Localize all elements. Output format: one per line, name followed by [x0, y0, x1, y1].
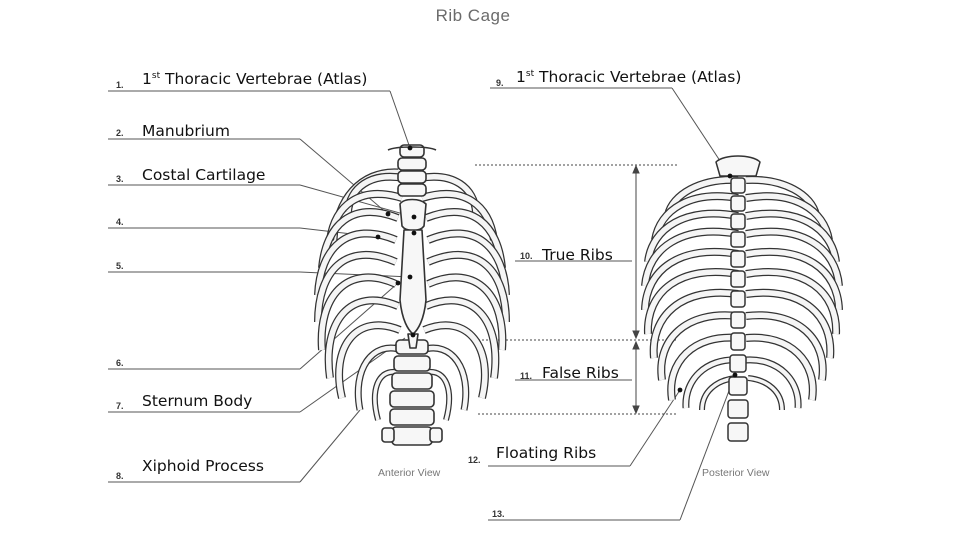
- label-floating-ribs: Floating Ribs: [496, 444, 597, 462]
- label-costal-cartilage: Costal Cartilage: [142, 166, 266, 184]
- label-number-7: 7.: [116, 401, 124, 411]
- label-sternum-body: Sternum Body: [142, 392, 253, 410]
- label-number-8: 8.: [116, 471, 124, 481]
- anterior-rib-cage: [314, 144, 510, 446]
- leader-line: [389, 90, 411, 149]
- label-true-ribs: True Ribs: [542, 246, 613, 264]
- leader-line: [629, 389, 681, 467]
- label-first-thoracic-vertebrae-anterior: 1st Thoracic Vertebrae (Atlas): [142, 70, 368, 88]
- posterior-rib-cage: [641, 155, 843, 442]
- anterior-view-caption: Anterior View: [378, 467, 441, 479]
- label-number-5: 5.: [116, 261, 124, 271]
- leader-line: [299, 409, 361, 483]
- leader-line: [679, 374, 736, 521]
- label-number-3: 3.: [116, 174, 124, 184]
- label-number-11: 11.: [520, 371, 533, 381]
- label-number-6: 6.: [116, 358, 124, 368]
- label-number-1: 1.: [116, 80, 124, 90]
- label-number-2: 2.: [116, 128, 124, 138]
- label-false-ribs: False Ribs: [542, 364, 619, 382]
- label-number-10: 10.: [520, 251, 533, 261]
- label-manubrium: Manubrium: [142, 122, 230, 140]
- label-number-12: 12.: [468, 455, 481, 465]
- label-xiphoid-process: Xiphoid Process: [142, 457, 264, 475]
- diagram-title: Rib Cage: [435, 6, 511, 25]
- posterior-view-caption: Posterior View: [702, 467, 770, 479]
- label-first-thoracic-vertebrae-posterior: 1st Thoracic Vertebrae (Atlas): [516, 68, 742, 86]
- label-number-9: 9.: [496, 78, 504, 88]
- leader-line: [299, 138, 389, 215]
- label-number-4: 4.: [116, 217, 124, 227]
- label-number-13: 13.: [492, 509, 505, 519]
